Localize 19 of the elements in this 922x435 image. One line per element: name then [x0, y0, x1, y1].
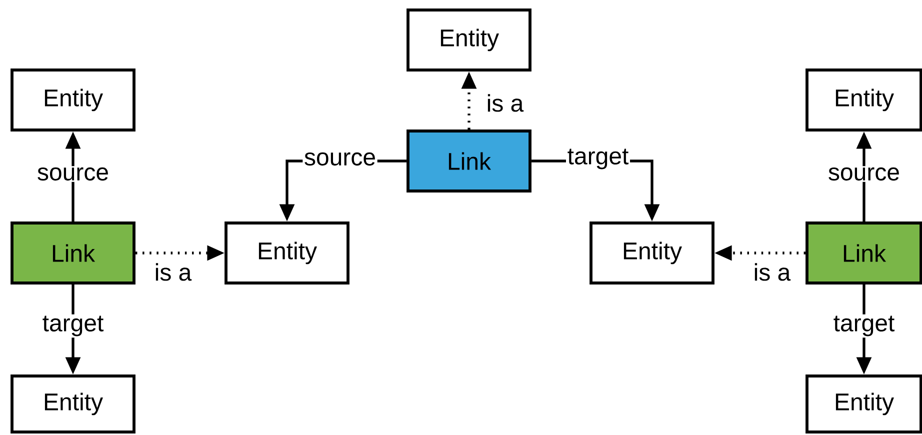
entity-box: Entity: [406, 8, 532, 72]
edge-label: target: [832, 314, 896, 338]
entity-box: Entity: [590, 222, 714, 284]
entity-box: Entity: [10, 374, 136, 434]
edge-label: target: [566, 147, 630, 171]
edge-label: is a: [485, 92, 525, 114]
entity-box: Entity: [806, 68, 922, 132]
link-box: Link: [10, 222, 136, 284]
edge-label: source: [826, 166, 902, 182]
edge-label: is a: [153, 262, 194, 282]
entity-box: Entity: [10, 68, 136, 132]
link-box: Link: [406, 130, 532, 192]
entity-box: Entity: [806, 374, 922, 434]
entity-box: Entity: [224, 222, 350, 284]
edge-label: is a: [752, 262, 792, 282]
edge-label: source: [302, 151, 378, 167]
edge-label: source: [36, 166, 110, 182]
link-box: Link: [806, 222, 922, 284]
edge-label: target: [41, 314, 106, 338]
